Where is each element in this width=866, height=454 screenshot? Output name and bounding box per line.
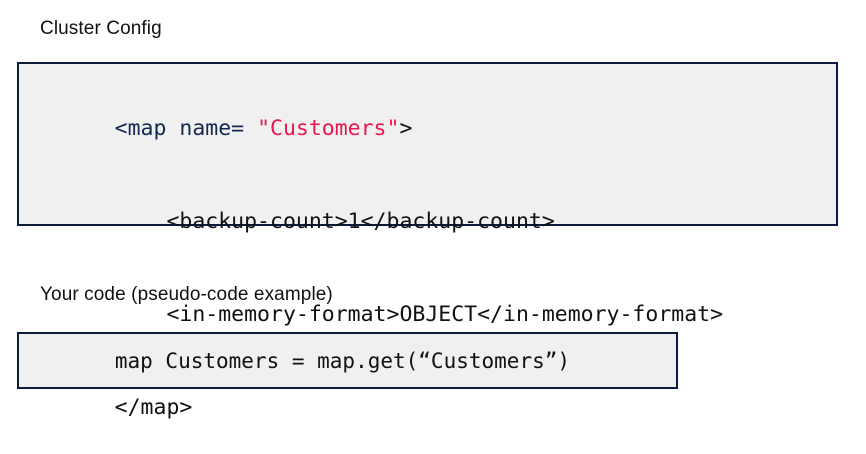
your-code-heading: Your code (pseudo-code example) xyxy=(40,284,333,305)
code-line: map Customers = map.get(“Customers”) xyxy=(19,316,570,406)
code-token-plain: <in-memory-format>OBJECT</in-memory-form… xyxy=(114,302,724,327)
page-root: Cluster Config <map name= "Customers"> <… xyxy=(17,18,838,420)
code-line: <map name= "Customers"> xyxy=(19,82,836,175)
your-code-code-block: map Customers = map.get(“Customers”) xyxy=(17,332,678,389)
code-token-string: "Customers" xyxy=(257,116,400,141)
cluster-config-heading: Cluster Config xyxy=(40,18,162,39)
code-token-tag: <map name= xyxy=(114,116,258,141)
code-line: <in-memory-format>OBJECT</in-memory-form… xyxy=(19,268,836,361)
code-token-plain: <backup-count>1</backup-count> xyxy=(114,209,555,234)
code-line: <backup-count>1</backup-count> xyxy=(19,175,836,268)
code-token-plain: > xyxy=(399,116,413,141)
code-token-plain: map Customers = map.get(“Customers”) xyxy=(114,348,571,373)
cluster-config-code-block: <map name= "Customers"> <backup-count>1<… xyxy=(17,62,838,420)
